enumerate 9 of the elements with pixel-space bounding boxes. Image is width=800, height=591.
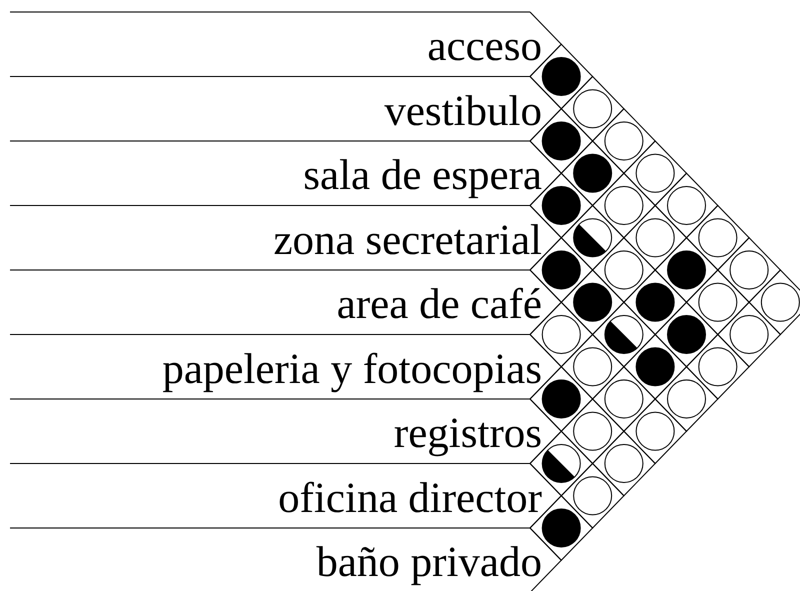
row-label: sala de espera bbox=[303, 154, 542, 197]
row-label: papeleria y fotocopias bbox=[162, 348, 542, 390]
row-label: vestibulo bbox=[384, 90, 542, 132]
row-label: oficina director bbox=[278, 476, 542, 520]
row-label: baño privado bbox=[316, 541, 542, 584]
row-label: registros bbox=[394, 412, 542, 455]
row-label: zona secretarial bbox=[273, 218, 542, 262]
row-label: acceso bbox=[427, 25, 542, 68]
row-label: area de café bbox=[336, 283, 542, 326]
